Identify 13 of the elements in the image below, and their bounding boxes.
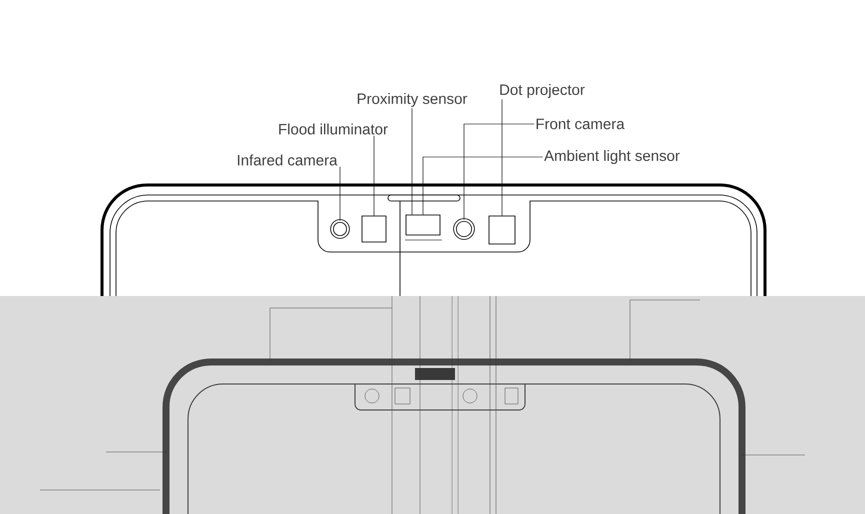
part-label: Flood illuminator [279, 124, 388, 134]
part-label: Infared camera [238, 154, 338, 166]
part-label: Proximity sensor [358, 93, 468, 107]
part-label: Front camera [536, 118, 625, 130]
sensor-square [406, 214, 440, 236]
leader-line [422, 156, 544, 215]
lens-circle [330, 219, 350, 239]
part-label: Dot projector [500, 84, 585, 98]
sensor-square [362, 216, 386, 242]
part-label: Ambient light sensor [544, 150, 680, 164]
sensor-square [488, 216, 516, 244]
lens-circle [453, 218, 475, 240]
leader-line [464, 124, 534, 220]
